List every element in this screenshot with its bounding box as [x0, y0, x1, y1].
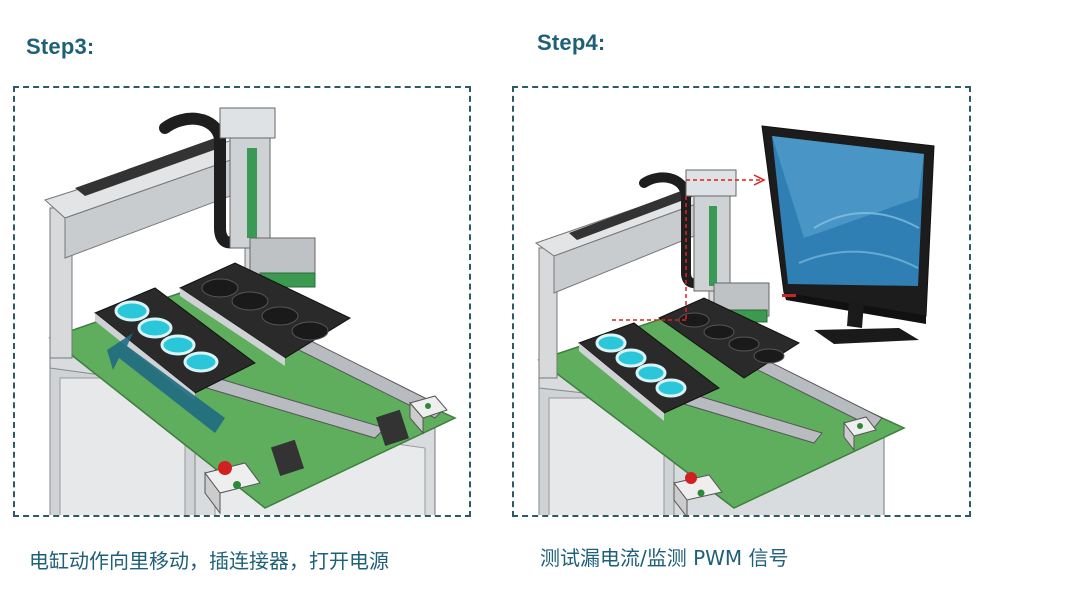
step4-title: Step4:	[537, 30, 606, 55]
step4-illustration-frame	[512, 86, 971, 517]
step3-title: Step3:	[26, 34, 95, 59]
step4-caption: 测试漏电流/监测 PWM 信号	[540, 546, 789, 570]
step3-illustration-frame	[13, 86, 471, 517]
step3-caption: 电缸动作向里移动，插连接器，打开电源	[29, 549, 389, 573]
step4-machine-illustration	[534, 125, 935, 515]
step3-machine-illustration	[44, 107, 457, 515]
monitor-icon	[761, 125, 935, 344]
